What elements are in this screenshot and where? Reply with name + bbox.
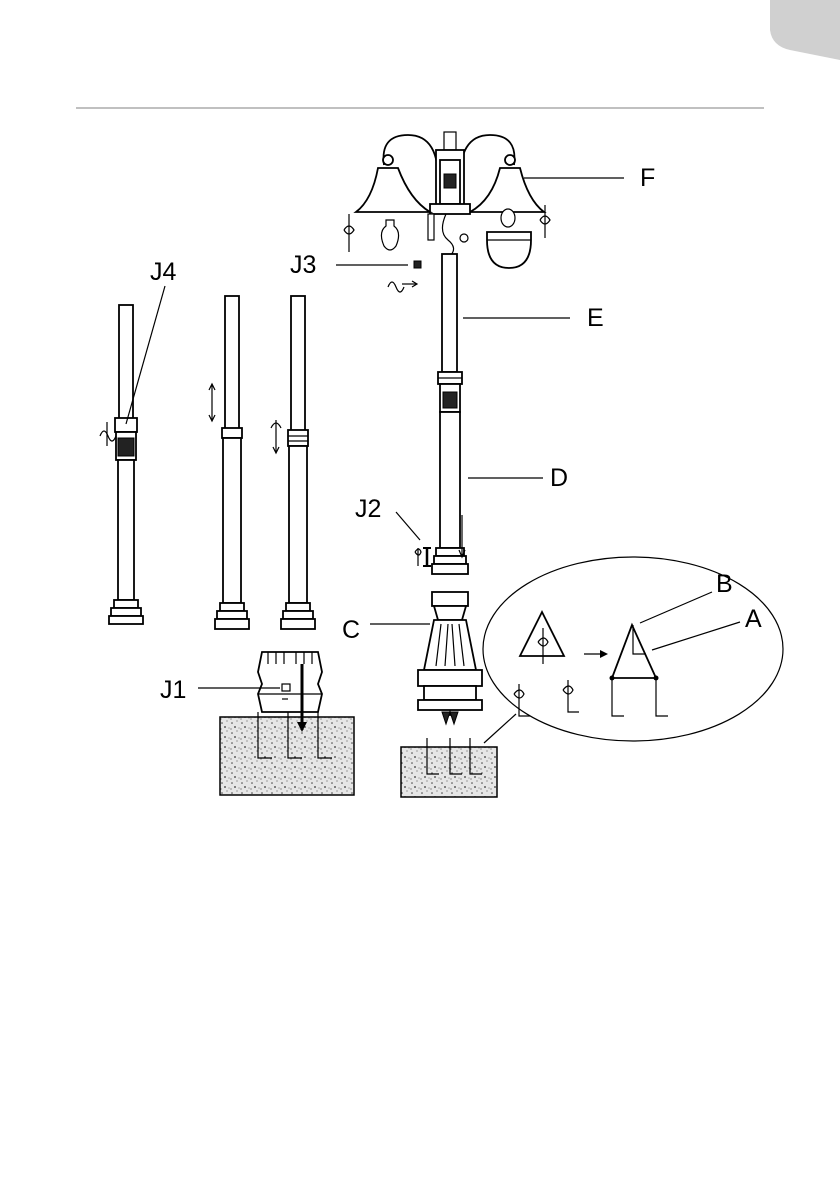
pole-step-3 [281,296,315,629]
label-b: B [716,570,733,598]
pole-step-2 [215,296,249,629]
label-j2: J2 [355,495,381,523]
up-down-arrow-icon [209,384,215,421]
rotate-arrow-icon [100,422,116,446]
label-j3: J3 [290,251,316,279]
label-c: C [342,616,360,644]
label-j1: J1 [160,676,186,704]
label-d: D [550,464,568,492]
concrete-block-left [220,717,354,795]
label-f: F [640,164,655,192]
anchor-detail-circle [483,557,783,743]
label-j4: J4 [150,258,177,286]
label-a: A [745,605,762,633]
pole-step-1 [109,305,143,624]
base-c [418,592,482,724]
pole-section-e [442,254,457,372]
leader-b [640,592,712,623]
connector-j3 [388,261,421,292]
page-tab [770,0,840,60]
screws-j2 [415,548,431,566]
base-detail-j1 [220,652,354,795]
concrete-block-main [401,738,497,797]
leader-a [652,622,740,650]
rotate-arrow-icon [271,420,281,453]
leader-j2 [396,512,420,540]
label-e: E [587,304,604,332]
rotate-arrow-icon [344,214,354,252]
lamp-head-f [356,132,544,268]
